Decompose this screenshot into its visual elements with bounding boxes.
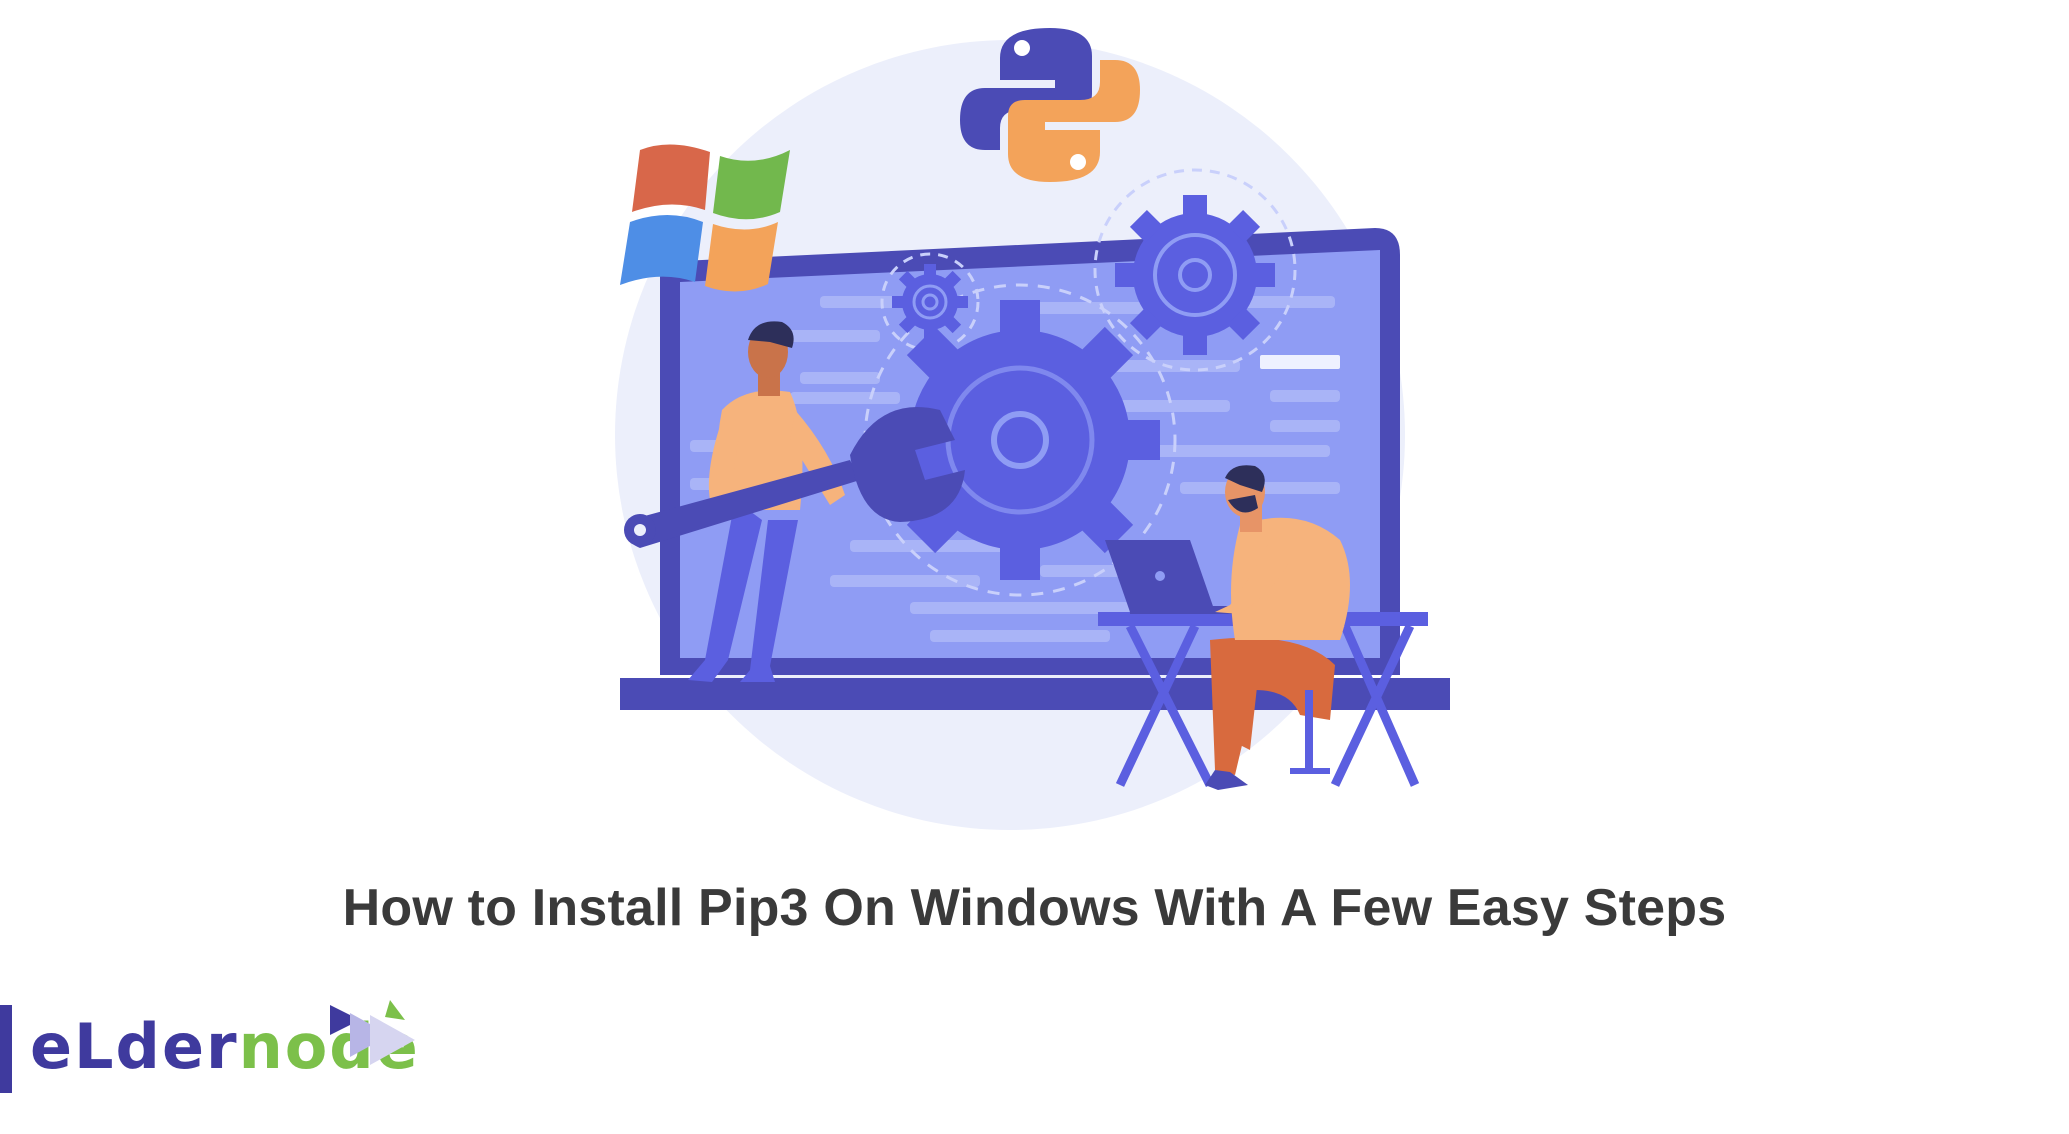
- windows-logo-icon: [620, 144, 790, 292]
- hero-illustration: [615, 28, 1450, 830]
- brand-arrows-icon: [330, 1000, 415, 1065]
- gear-icon-large: [880, 300, 1160, 580]
- python-logo-icon: [960, 28, 1140, 182]
- laptop-icon: [1105, 540, 1260, 614]
- person-sitting: [1205, 465, 1350, 790]
- wrench-icon: [624, 407, 965, 548]
- gear-icon-small: [892, 264, 968, 340]
- gear-icon-top-right: [1115, 195, 1275, 355]
- brand-wordmark-part1: eLder: [30, 1010, 239, 1083]
- brand-bar: [0, 1005, 12, 1093]
- page-title: How to Install Pip3 On Windows With A Fe…: [342, 879, 1727, 937]
